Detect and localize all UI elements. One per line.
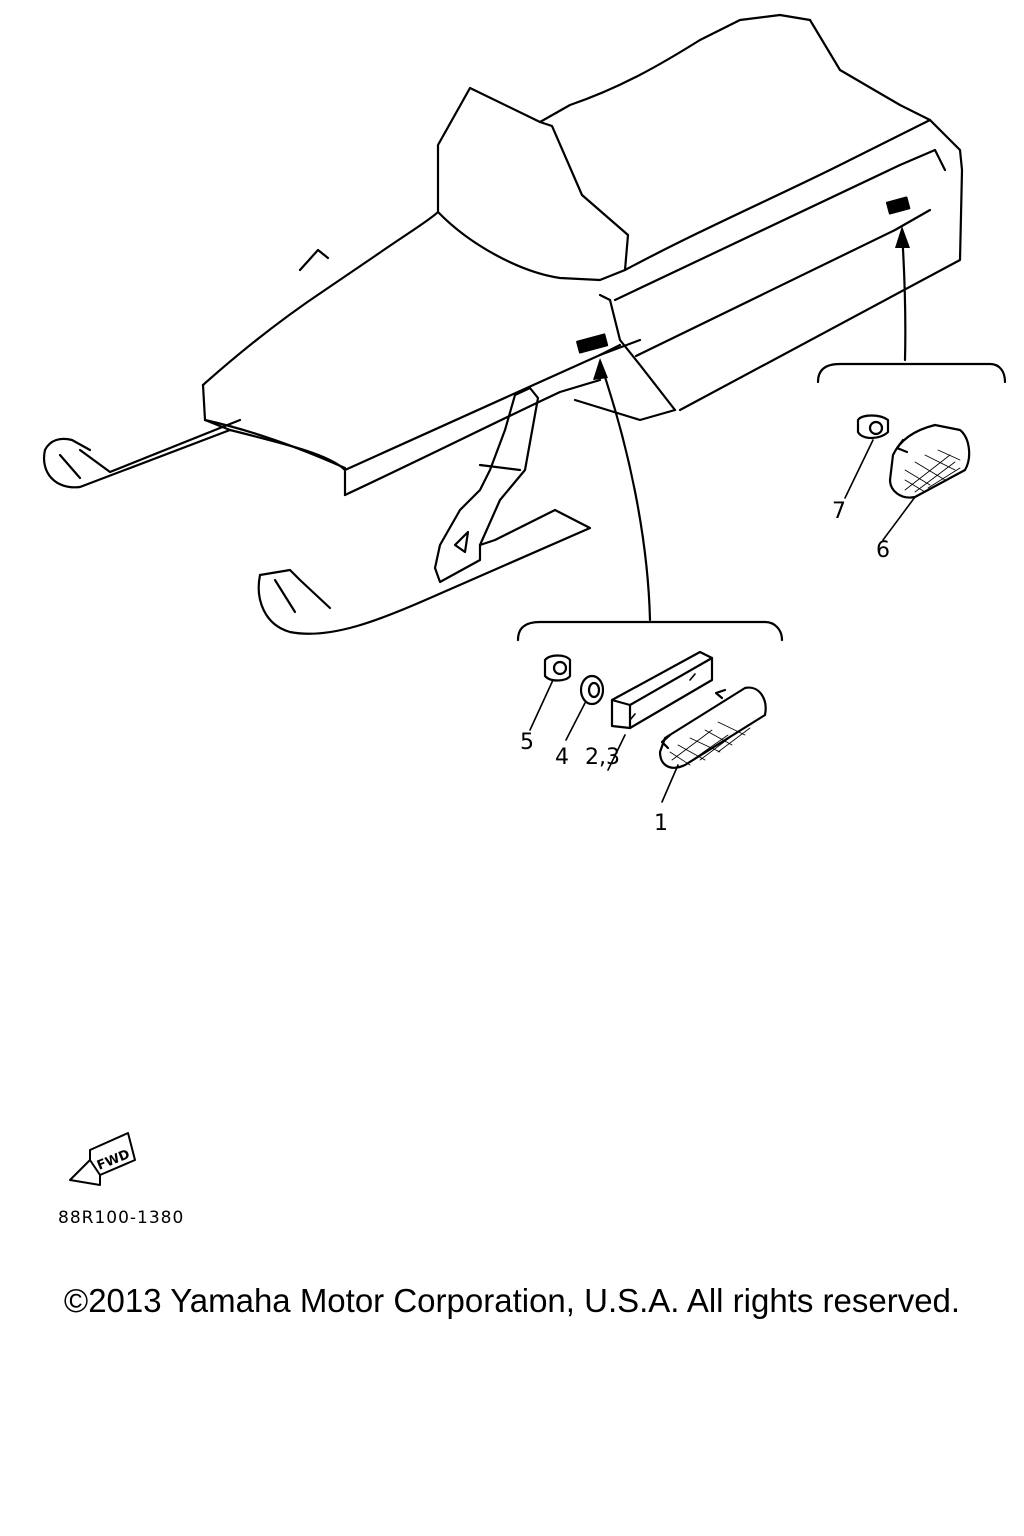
fwd-arrow-icon [69, 1132, 136, 1186]
callout-1: 1 [654, 811, 668, 836]
reflector-1-illustration [658, 686, 767, 803]
snowmobile-illustration [42, 13, 964, 635]
copyright-notice: ©2013 Yamaha Motor Corporation, U.S.A. A… [63, 1282, 961, 1319]
drawing-code: 88R100-1380 [58, 1208, 185, 1228]
callout-2-3: 2,3 [585, 745, 620, 770]
nut-5-illustration [529, 654, 572, 731]
nut-7-illustration [844, 414, 890, 499]
callout-4: 4 [555, 745, 569, 770]
callout-7: 7 [832, 499, 846, 524]
callout-5: 5 [520, 730, 534, 755]
washer-4-illustration [565, 674, 605, 741]
reflector-6-illustration [882, 423, 971, 541]
callout-arrows [516, 230, 1007, 642]
spacer-2-3-illustration [607, 650, 714, 771]
callout-6: 6 [876, 538, 890, 563]
